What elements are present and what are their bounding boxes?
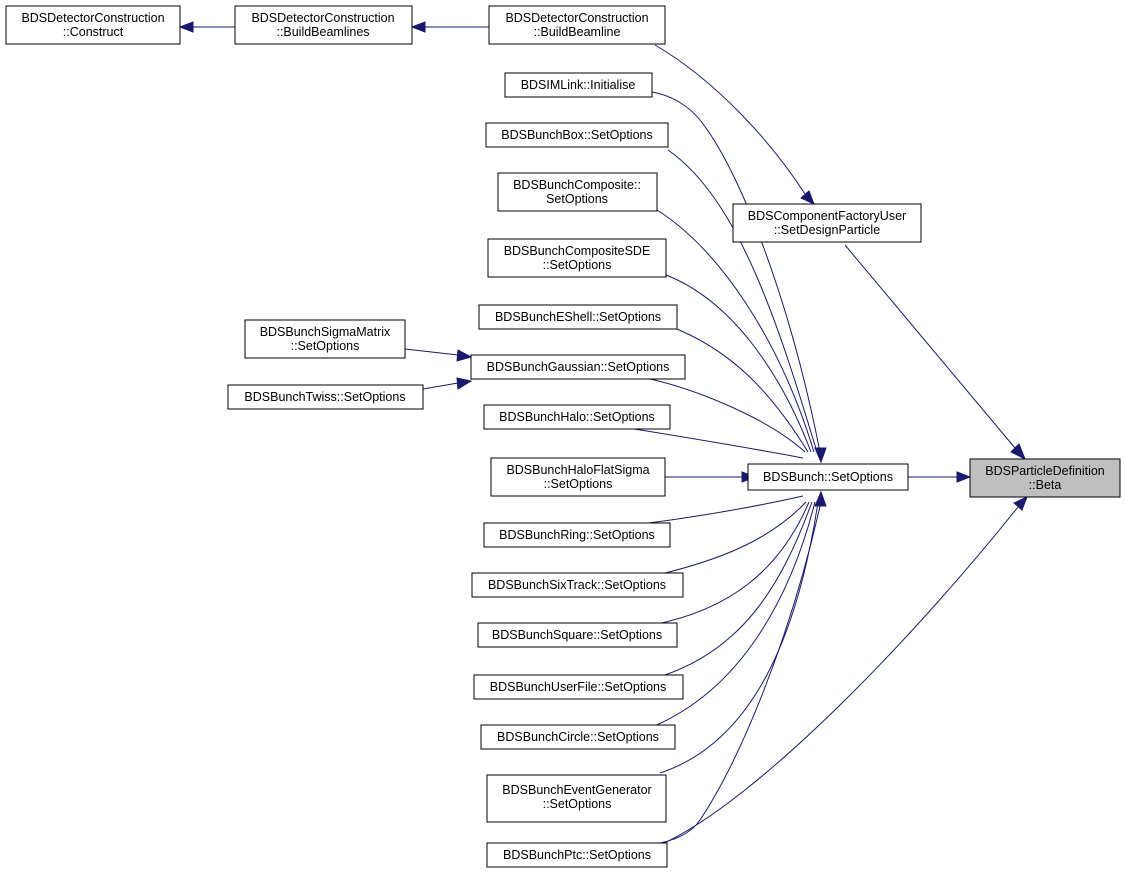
edge-bunch-to-box [667, 149, 818, 453]
node-bunch-halo[interactable]: BDSBunchHalo::SetOptions [483, 404, 671, 430]
arrow-componentfactory [800, 190, 815, 205]
edge-bunch-to-halo [627, 427, 804, 459]
node-label-line: BDSBunchCircle::SetOptions [497, 730, 659, 744]
nodes: BDSDetectorConstruction ::Construct BDSD… [5, 5, 1121, 868]
edge-bunch-to-gaussian [645, 377, 806, 453]
node-component-factory-user[interactable]: BDSComponentFactoryUser ::SetDesignParti… [732, 203, 922, 243]
edge-gaussian-to-twiss [422, 382, 459, 390]
node-bunch-userfile[interactable]: BDSBunchUserFile::SetOptions [473, 674, 684, 700]
arrow-beta-from-componentfactory [1010, 443, 1026, 461]
node-bunch-gaussian[interactable]: BDSBunchGaussian::SetOptions [470, 354, 686, 380]
edge-bunch-to-userfile [661, 501, 813, 677]
edges [178, 21, 1028, 846]
node-bunch-ptc[interactable]: BDSBunchPtc::SetOptions [486, 842, 668, 868]
arrow-gaussian-from-sigmamatrix [456, 349, 473, 362]
edge-bunch-to-compositesde [665, 274, 812, 453]
edge-beta-to-componentfactory [844, 244, 1016, 449]
arrow-beta-from-ptc [1013, 496, 1028, 511]
node-label-line: BDSBunchSixTrack::SetOptions [488, 578, 666, 592]
node-label-line: BDSBunchPtc::SetOptions [503, 848, 651, 862]
node-bunch-square[interactable]: BDSBunchSquare::SetOptions [477, 622, 678, 648]
node-label-line: ::BuildBeamlines [276, 25, 369, 39]
edge-bunch-to-sixtrack [656, 501, 807, 576]
edge-bunch-to-ptc [649, 501, 822, 846]
node-build-beamlines[interactable]: BDSDetectorConstruction ::BuildBeamlines [234, 5, 413, 45]
arrow-bunch-from-above [814, 447, 827, 464]
edge-bunch-to-ring [625, 495, 804, 527]
edge-beta-to-ptc [659, 506, 1019, 846]
arrow-construct [178, 21, 194, 33]
node-bunch-twiss[interactable]: BDSBunchTwiss::SetOptions [227, 384, 424, 410]
node-label-line: BDSDetectorConstruction [505, 11, 648, 25]
node-bunch-circle[interactable]: BDSBunchCircle::SetOptions [480, 724, 676, 750]
node-bunch-ring[interactable]: BDSBunchRing::SetOptions [483, 522, 671, 548]
node-label-line: BDSBunchGaussian::SetOptions [487, 360, 670, 374]
node-bunch-eshell[interactable]: BDSBunchEShell::SetOptions [478, 304, 678, 330]
node-label-line: ::SetOptions [543, 797, 612, 811]
node-label-line: BDSDetectorConstruction [251, 11, 394, 25]
node-label-line: BDSBunchEventGenerator [502, 783, 651, 797]
node-bunch-sigma-matrix[interactable]: BDSBunchSigmaMatrix ::SetOptions [244, 319, 406, 359]
node-bunch-halo-flat-sigma[interactable]: BDSBunchHaloFlatSigma ::SetOptions [490, 457, 666, 497]
edge-componentfactory-to-buildbeamline [654, 44, 806, 195]
arrow-beta-from-bunch [956, 471, 972, 483]
node-label-line: BDSBunchSquare::SetOptions [492, 628, 662, 642]
node-label-line: BDSComponentFactoryUser [748, 209, 906, 223]
node-label-line: BDSBunchComposite:: [513, 178, 641, 192]
node-label-line: BDSDetectorConstruction [21, 11, 164, 25]
node-label-line: ::Beta [1029, 478, 1062, 492]
edge-bunch-to-imlink [651, 91, 821, 453]
node-label-line: BDSBunchRing::SetOptions [499, 528, 655, 542]
arrow-bunch-from-below [814, 490, 827, 507]
node-label-line: BDSBunchHaloFlatSigma [506, 463, 649, 477]
node-label-line: BDSBunchCompositeSDE [504, 244, 651, 258]
node-label-line: ::SetOptions [291, 339, 360, 353]
edge-bunch-to-eshell [671, 326, 809, 453]
node-label-line: ::BuildBeamline [534, 25, 621, 39]
node-label-line: ::SetDesignParticle [774, 223, 880, 237]
node-label-line: ::Construct [63, 25, 124, 39]
arrow-buildbeamlines [410, 21, 426, 33]
node-label-line: ::SetOptions [543, 258, 612, 272]
node-label-line: BDSBunchSigmaMatrix [260, 325, 391, 339]
node-label-line: BDSIMLink::Initialise [521, 78, 636, 92]
node-bunch-composite[interactable]: BDSBunchComposite:: SetOptions [497, 172, 658, 212]
node-bunch-composite-sde[interactable]: BDSBunchCompositeSDE ::SetOptions [487, 238, 667, 278]
node-bunch-event-generator[interactable]: BDSBunchEventGenerator ::SetOptions [486, 774, 667, 823]
node-bunch-box[interactable]: BDSBunchBox::SetOptions [485, 122, 669, 148]
node-particle-definition-beta[interactable]: BDSParticleDefinition ::Beta [969, 458, 1121, 498]
node-label-line: BDSBunchHalo::SetOptions [499, 410, 655, 424]
node-bunch-sixtrack[interactable]: BDSBunchSixTrack::SetOptions [471, 572, 684, 598]
node-bunch-setoptions[interactable]: BDSBunch::SetOptions [747, 463, 909, 491]
edge-bunch-to-eventgen [659, 501, 819, 774]
node-label-line: BDSParticleDefinition [985, 464, 1105, 478]
node-detector-construct[interactable]: BDSDetectorConstruction ::Construct [5, 5, 181, 45]
node-label-line: SetOptions [546, 192, 608, 206]
node-build-beamline[interactable]: BDSDetectorConstruction ::BuildBeamline [488, 5, 666, 45]
node-label-line: BDSBunchTwiss::SetOptions [244, 390, 405, 404]
edge-bunch-to-square [651, 501, 810, 626]
edge-gaussian-to-sigmamatrix [404, 348, 459, 356]
edge-bunch-to-circle [651, 501, 816, 728]
node-label-line: BDSBunchBox::SetOptions [501, 128, 652, 142]
node-label-line: BDSBunchUserFile::SetOptions [490, 680, 666, 694]
node-label-line: BDSBunchEShell::SetOptions [495, 310, 661, 324]
node-label-line: ::SetOptions [544, 477, 613, 491]
arrow-gaussian-from-twiss [456, 377, 473, 390]
node-imlink-initialise[interactable]: BDSIMLink::Initialise [504, 72, 653, 98]
edge-bunch-to-composite [656, 209, 815, 453]
node-label-line: BDSBunch::SetOptions [763, 470, 893, 484]
